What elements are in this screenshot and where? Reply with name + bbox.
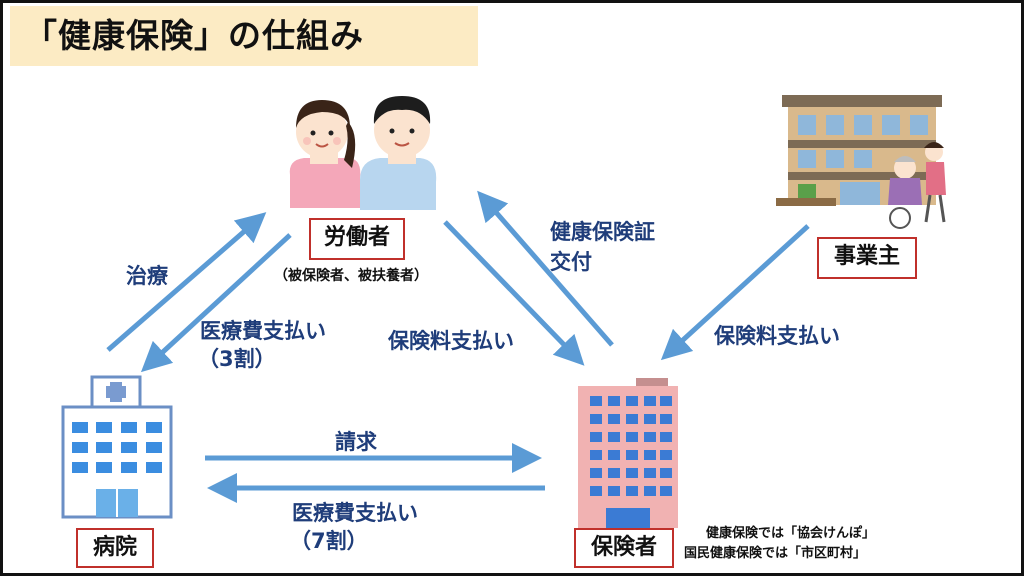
female-worker-icon: [289, 100, 361, 208]
arrow-premium-worker: [443, 220, 585, 366]
hospital-label-box: 病院: [76, 528, 154, 568]
employer-label-box: 事業主: [817, 237, 917, 279]
worker-label-box: 労働者: [309, 218, 405, 260]
medical-fee-7-label: 医療費支払い: [292, 501, 418, 525]
medical-fee-3-label: 医療費支払い: [200, 319, 326, 343]
card-label-line1: 健康保険証: [550, 220, 655, 244]
premium-employer-label: 保険料支払い: [714, 324, 840, 348]
workers-illustration: [289, 96, 437, 210]
arrow-card: [477, 190, 614, 347]
premium-worker-label: 保険料支払い: [388, 329, 514, 353]
claim-label: 請求: [335, 430, 377, 454]
insurer-note-line1: 健康保険では「協会けんぽ」: [706, 526, 876, 541]
title-banner: 「健康保険」の仕組み: [10, 6, 478, 66]
worker-sub-label: （被保険者、被扶養者）: [274, 268, 428, 284]
page-title: 「健康保険」の仕組み: [24, 16, 364, 55]
medical-fee-7-ratio: （7割）: [290, 529, 368, 553]
male-worker-icon: [360, 96, 437, 210]
hospital-building-icon: [61, 375, 173, 519]
insurer-building-icon: [578, 378, 678, 528]
arrow-medical-fee-3: [140, 233, 292, 373]
arrow-treatment: [106, 212, 267, 352]
medical-fee-3-ratio: （3割）: [198, 347, 276, 371]
treatment-label: 治療: [126, 264, 168, 288]
insurer-note-line2: 国民健康保険では「市区町村」: [684, 546, 867, 561]
arrow-premium-employer: [660, 224, 810, 361]
company-building-icon: [776, 95, 946, 229]
insurer-label-box: 保険者: [574, 528, 674, 568]
card-label-line2: 交付: [550, 250, 592, 274]
